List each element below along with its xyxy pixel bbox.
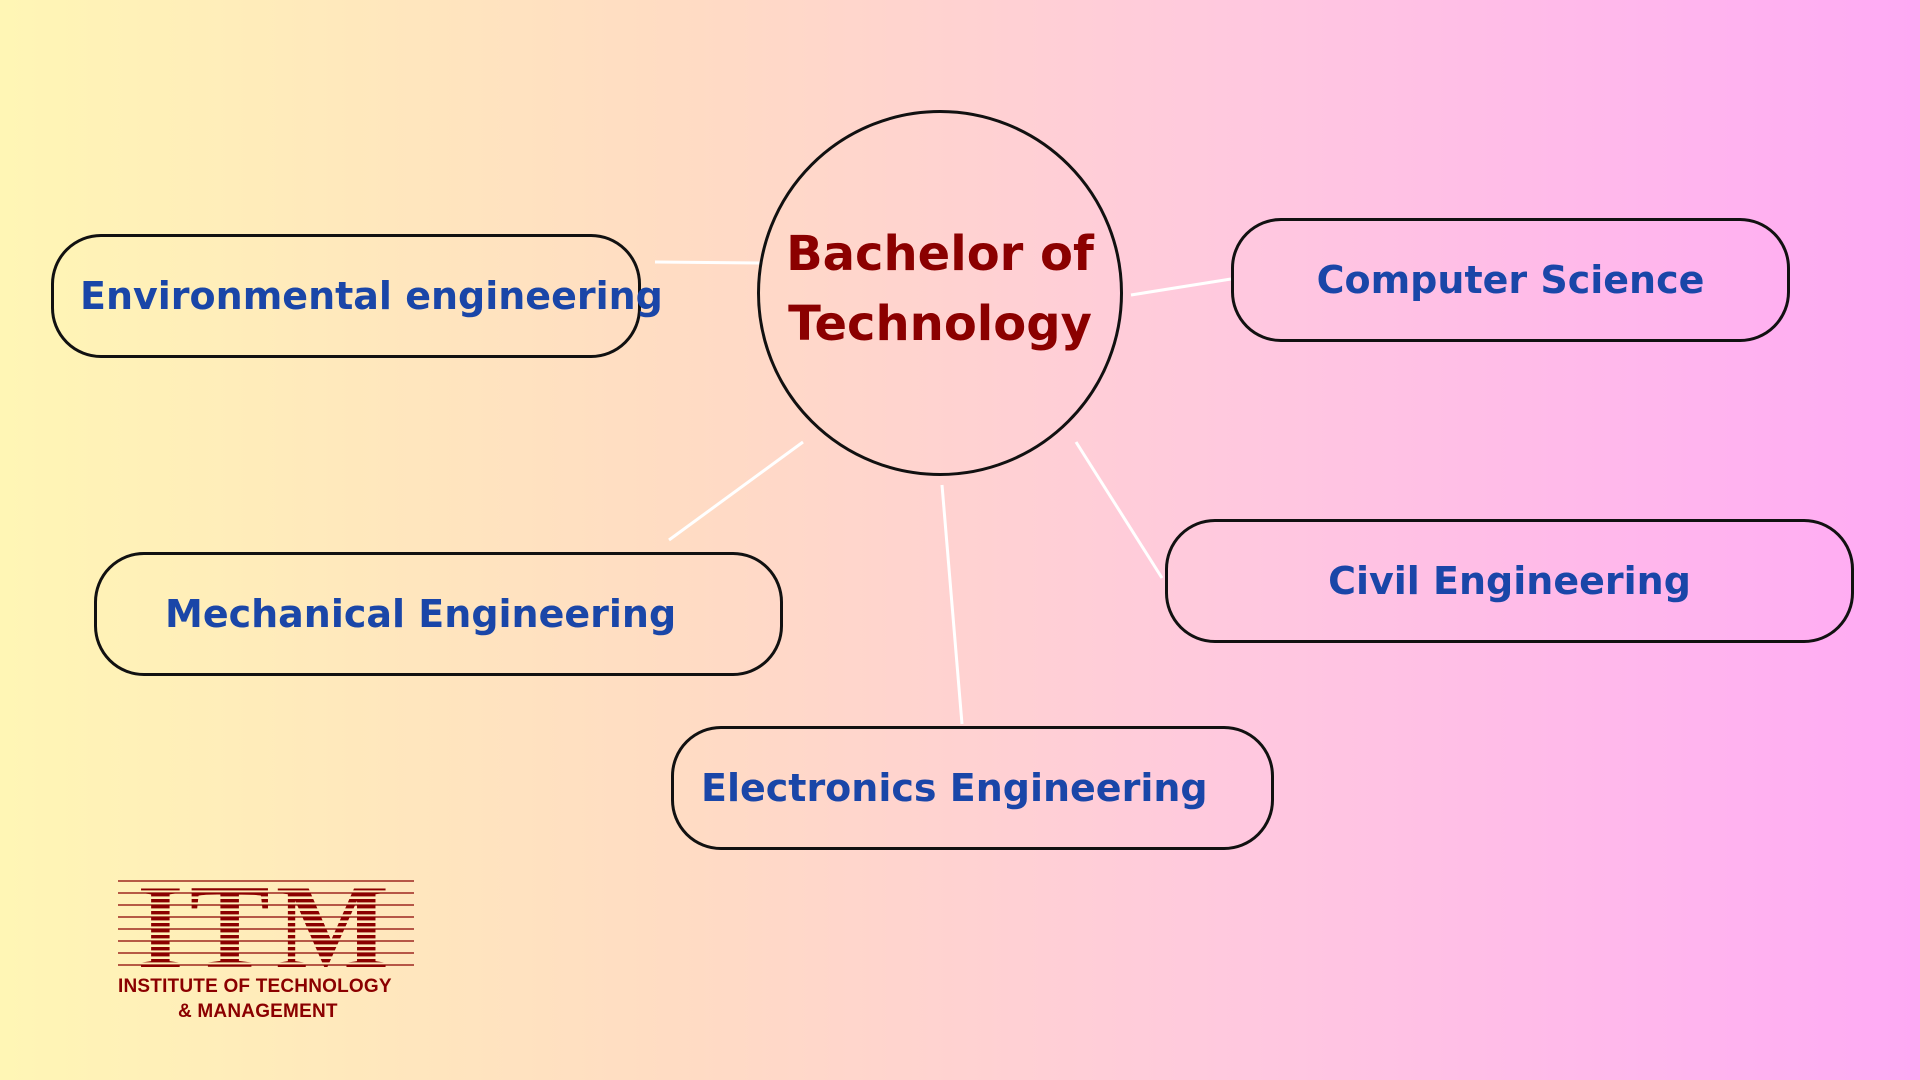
- branch-environmental-engineering: Environmental engineering: [51, 234, 663, 358]
- connector-computer-science: [1130, 277, 1232, 297]
- connector-environmental: [654, 260, 761, 265]
- connector-electronics: [940, 484, 964, 725]
- connector-mechanical: [668, 440, 804, 542]
- logo-text-line2: & MANAGEMENT: [178, 1001, 338, 1022]
- branch-label: Computer Science: [1316, 258, 1705, 302]
- logo-text-line1: INSTITUTE OF TECHNOLOGY: [118, 976, 392, 997]
- branch-label: Environmental engineering: [80, 274, 663, 318]
- itm-logo-letters: ITM: [137, 875, 395, 975]
- itm-logo: ITM INSTITUTE OF TECHNOLOGY & MANAGEMENT: [116, 875, 416, 1030]
- center-title-line1: Bachelor of: [786, 226, 1094, 282]
- branch-computer-science: Computer Science: [1231, 218, 1790, 342]
- center-title-line2: Technology: [788, 296, 1092, 352]
- branch-label: Electronics Engineering: [701, 766, 1208, 810]
- center-node: Bachelor of Technology: [757, 110, 1123, 476]
- connector-civil: [1074, 441, 1164, 579]
- branch-civil-engineering: Civil Engineering: [1165, 519, 1854, 643]
- center-title: Bachelor of Technology: [775, 219, 1105, 359]
- branch-mechanical-engineering: Mechanical Engineering: [94, 552, 783, 676]
- itm-logo-mark: ITM: [118, 875, 414, 975]
- branch-label: Civil Engineering: [1328, 559, 1691, 603]
- branch-electronics-engineering: Electronics Engineering: [671, 726, 1274, 850]
- branch-label: Mechanical Engineering: [165, 592, 677, 636]
